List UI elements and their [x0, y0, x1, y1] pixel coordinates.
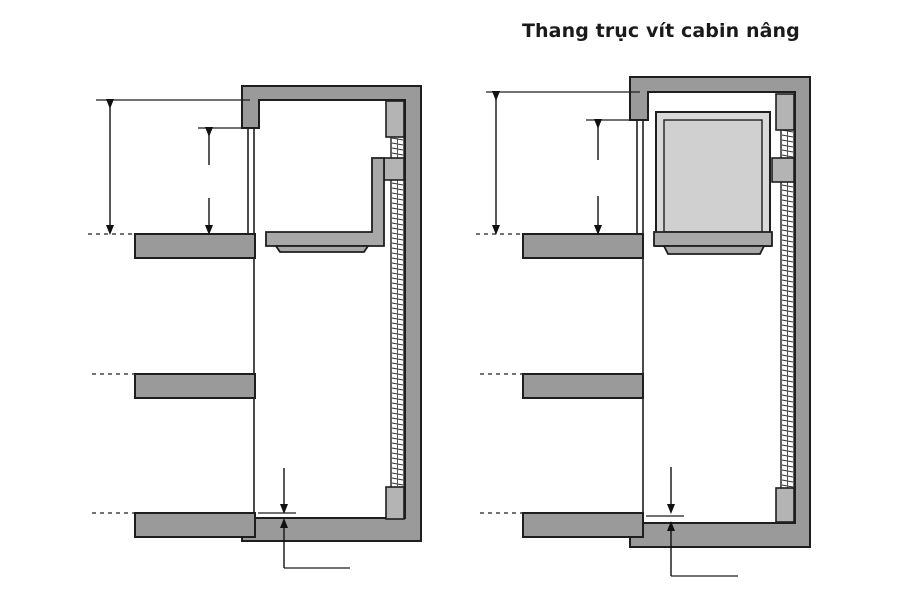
right-shaft-wall [629, 76, 811, 548]
left-carriage-block [383, 157, 405, 181]
left-screw-threads [391, 137, 404, 486]
left-screw-bottom-cap [385, 486, 405, 520]
right-floor-slab-middle [522, 373, 644, 399]
right-cabin-inner [663, 119, 763, 233]
left-panel [88, 85, 422, 569]
left-screw-top-cap [385, 100, 405, 138]
right-screw-top-cap [775, 93, 795, 131]
right-panel [476, 76, 811, 577]
left-lift-platform [265, 157, 385, 247]
right-cabin-underside [662, 245, 766, 255]
left-floor-slab-top [134, 233, 256, 259]
right-floor-slab-top [522, 233, 644, 259]
right-cabin-floor [653, 231, 773, 247]
right-screw-bottom-cap [775, 487, 795, 523]
left-floor-slab-middle [134, 373, 256, 399]
left-platform-underside [274, 245, 370, 253]
right-screw-threads [781, 129, 794, 488]
right-floor-slab-bottom [522, 512, 644, 538]
diagram-title: Thang trục vít cabin nâng [522, 20, 800, 42]
right-carriage-block [771, 157, 795, 183]
left-floor-slab-bottom [134, 512, 256, 538]
